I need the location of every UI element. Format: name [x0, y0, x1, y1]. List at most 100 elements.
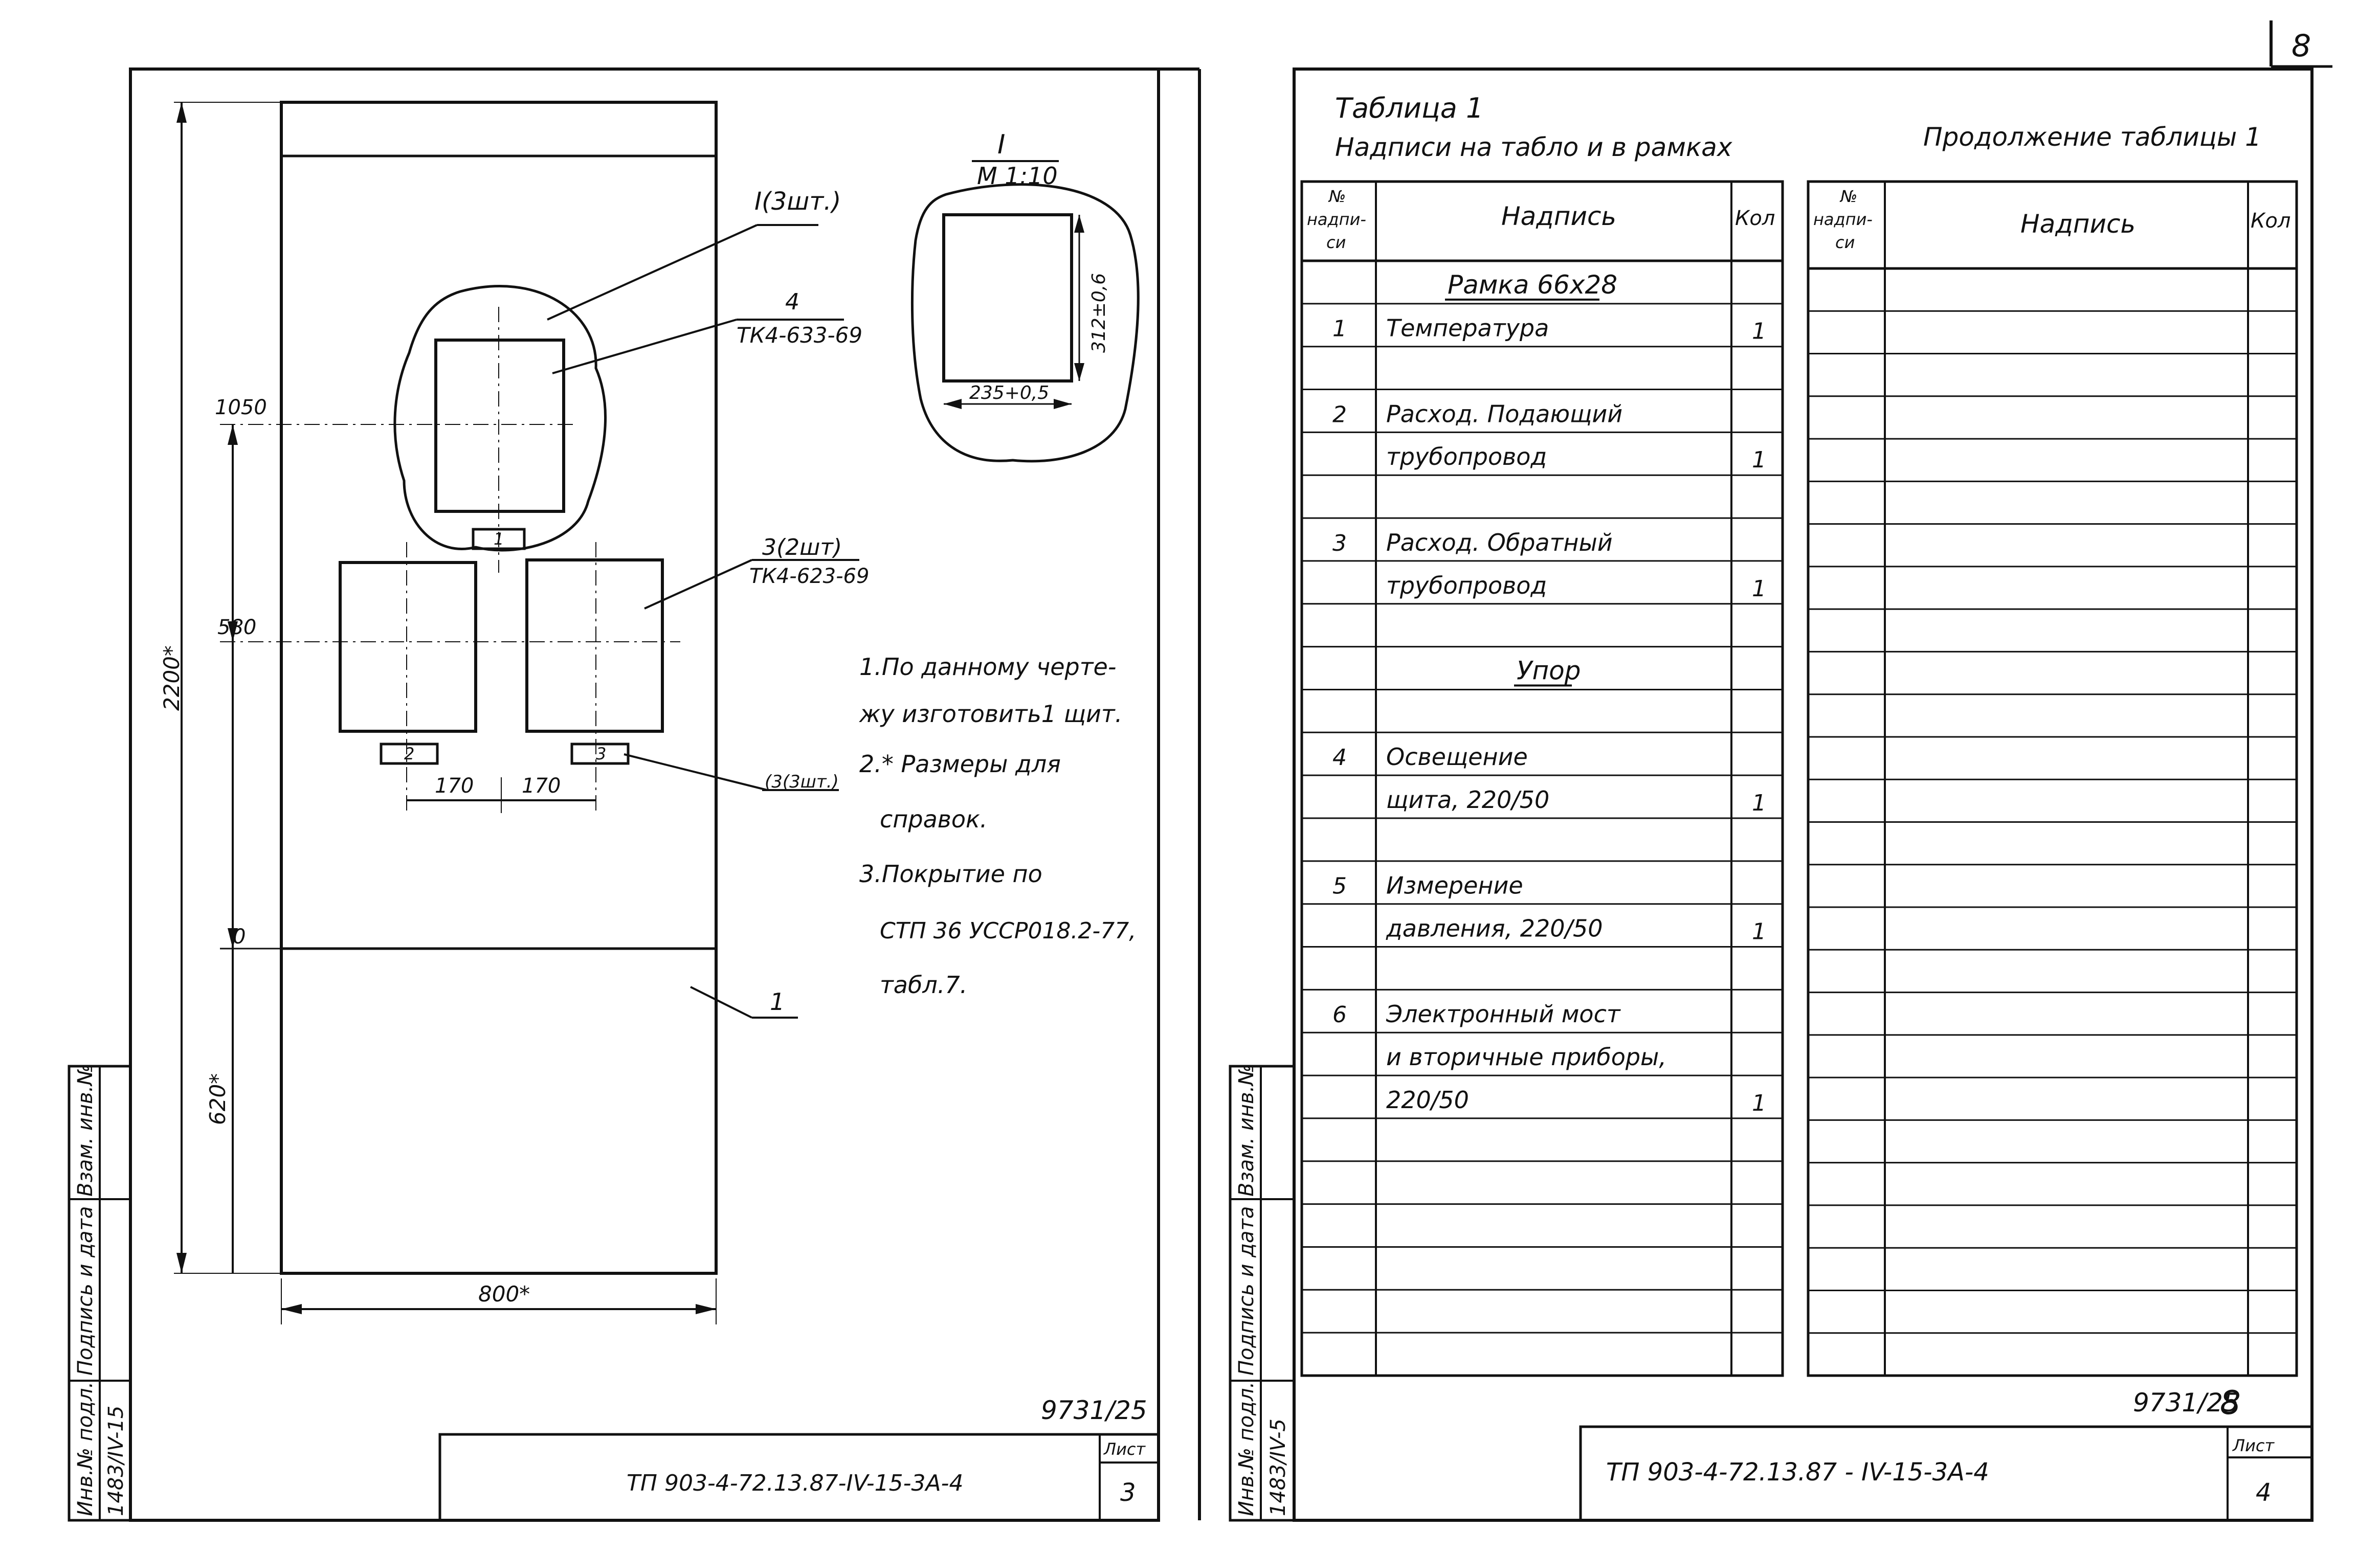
- plate-left-label: 2: [404, 744, 414, 763]
- note-line-1: 1.По данному черте-: [859, 653, 1116, 681]
- corner-page-number-text: 8: [2292, 28, 2311, 64]
- row-text: и вторичные приборы,: [1386, 1043, 1666, 1071]
- continuation-table: № надпи- си Надпись Кол: [1807, 180, 2298, 1377]
- table-row: 4 Освещение: [1332, 743, 1528, 771]
- row-text: 220/50: [1386, 1086, 1469, 1114]
- row-qty: 1: [1752, 1090, 1766, 1116]
- callout-3-code: ТК4-623-69: [749, 565, 869, 588]
- left-sheet-frame: [129, 68, 1160, 1522]
- col-text-header: Надпись: [1501, 201, 1616, 231]
- dim-170-b: 170: [522, 774, 561, 798]
- note-line-6: СТП 36 УССР018.2-77,: [880, 918, 1136, 944]
- table-row: и вторичные приборы,: [1386, 1043, 1666, 1071]
- row-num: 2: [1332, 401, 1347, 428]
- callout-4-num: 4: [785, 289, 799, 315]
- right-stamp-inv-podl: Инв.№ подл.: [1235, 1382, 1258, 1516]
- note-line-5: 3.Покрытие по: [859, 860, 1042, 888]
- col-num-line2: надпи-: [1307, 210, 1366, 229]
- right-stamp-podpis: Подпись и дата: [1235, 1206, 1258, 1376]
- row-num: 4: [1332, 745, 1347, 771]
- notes: 1.По данному черте- жу изготовить1 щит. …: [859, 653, 1136, 999]
- row-qty: 1: [1752, 447, 1766, 473]
- dim-height-total: 2200*: [159, 645, 184, 711]
- plate-top: [472, 528, 526, 550]
- table-row: Упор: [1514, 656, 1581, 687]
- row-text: щита, 220/50: [1386, 786, 1549, 814]
- stamp-inv-value: 1483/IV-15: [104, 1406, 128, 1516]
- panel-outline: [280, 101, 718, 1275]
- table-row: трубопровод 1: [1386, 572, 1766, 602]
- left-sheet: Взам. инв.№ Подпись и дата Инв.№ подл. 1…: [68, 68, 1160, 1522]
- table-title: Таблица 1: [1335, 92, 1483, 124]
- table-row: 220/50 1: [1386, 1086, 1766, 1116]
- row-text: трубопровод: [1386, 572, 1547, 599]
- left-list-label: Лист: [1103, 1439, 1146, 1459]
- col-num-line3: си: [1326, 233, 1346, 252]
- left-stamp: Взам. инв.№ Подпись и дата Инв.№ подл. 1…: [68, 1064, 132, 1522]
- table-row: Рамка 66х28: [1445, 270, 1617, 301]
- table-row: 2 Расход. Подающий: [1332, 400, 1622, 428]
- right-list-label: Лист: [2232, 1436, 2275, 1455]
- note-line-3: 2.* Размеры для: [859, 750, 1061, 778]
- dim-1050: 1050: [215, 396, 267, 419]
- plate-left: [380, 743, 439, 765]
- right-sheet-code: 9731/25: [2133, 1388, 2239, 1418]
- row-qty: 1: [1752, 576, 1766, 602]
- row-qty: 1: [1752, 919, 1766, 945]
- row-text: Рамка 66х28: [1448, 270, 1617, 300]
- col-num-line1: №: [1328, 187, 1346, 206]
- callout-I: I(3шт.): [754, 187, 841, 216]
- row-text: Расход. Подающий: [1386, 400, 1622, 428]
- corner-page-number: 8: [2270, 20, 2332, 68]
- detail-I: I М 1:10 312±0,6 235+0,5: [910, 129, 1140, 463]
- right-stamp-vzam: Взам. инв.№: [1235, 1064, 1258, 1197]
- row-text: давления, 220/50: [1386, 915, 1603, 942]
- device-left: [339, 561, 477, 733]
- right-stamp-inv-value: 1483/IV-5: [1266, 1419, 1290, 1516]
- stamp-vzam-label: Взам. инв.№: [74, 1064, 97, 1197]
- device-cloud-top: [393, 285, 607, 552]
- row-qty: 1: [1752, 319, 1766, 345]
- table-row: давления, 220/50 1: [1386, 915, 1766, 945]
- table-row: трубопровод 1: [1386, 443, 1766, 473]
- detail-width-dim: 235+0,5: [969, 383, 1049, 403]
- row-text: Упор: [1517, 656, 1581, 685]
- device-top: [434, 339, 565, 513]
- left-list-num: 3: [1120, 1478, 1136, 1507]
- row-qty: 1: [1752, 790, 1766, 816]
- detail-cloud: [910, 183, 1140, 463]
- left-title-doc: ТП 903-4-72.13.87-IV-15-3А-4: [627, 1470, 963, 1496]
- cont-col-num-line3: си: [1835, 233, 1855, 252]
- dim-170-a: 170: [435, 774, 474, 798]
- cont-col-num-line1: №: [1839, 187, 1857, 206]
- row-text: Освещение: [1386, 743, 1528, 771]
- cont-col-num-line2: надпи-: [1813, 210, 1873, 229]
- right-list-num: 4: [2256, 1478, 2272, 1507]
- left-title-block: 9731/25 Лист 3 ТП 903-4-72.13.87-IV-15-3…: [438, 1396, 1160, 1522]
- row-text: трубопровод: [1386, 443, 1547, 470]
- note-line-7: табл.7.: [880, 971, 967, 999]
- table-row: щита, 220/50 1: [1386, 786, 1766, 816]
- stamp-inv-podl-label: Инв.№ подл.: [74, 1382, 97, 1516]
- row-num: 1: [1332, 316, 1347, 342]
- table-subtitle: Надписи на табло и в рамках: [1335, 132, 1732, 162]
- dim-0: 0: [233, 925, 246, 949]
- callout-3-num: 3(2шт): [762, 534, 842, 560]
- note-line-2: жу изготовить1 щит.: [859, 700, 1122, 728]
- plate-right: [570, 743, 630, 765]
- row-text: Расход. Обратный: [1386, 529, 1613, 556]
- dim-620: 620*: [205, 1073, 230, 1125]
- col-qty-header: Кол: [1735, 207, 1775, 230]
- cont-col-text-header: Надпись: [2020, 209, 2136, 239]
- detail-device: [942, 213, 1073, 383]
- right-stamp: Взам. инв.№ Подпись и дата Инв.№ подл. 1…: [1229, 1064, 1296, 1522]
- row-text: Электронный мост: [1386, 1000, 1621, 1028]
- device-right: [525, 558, 664, 733]
